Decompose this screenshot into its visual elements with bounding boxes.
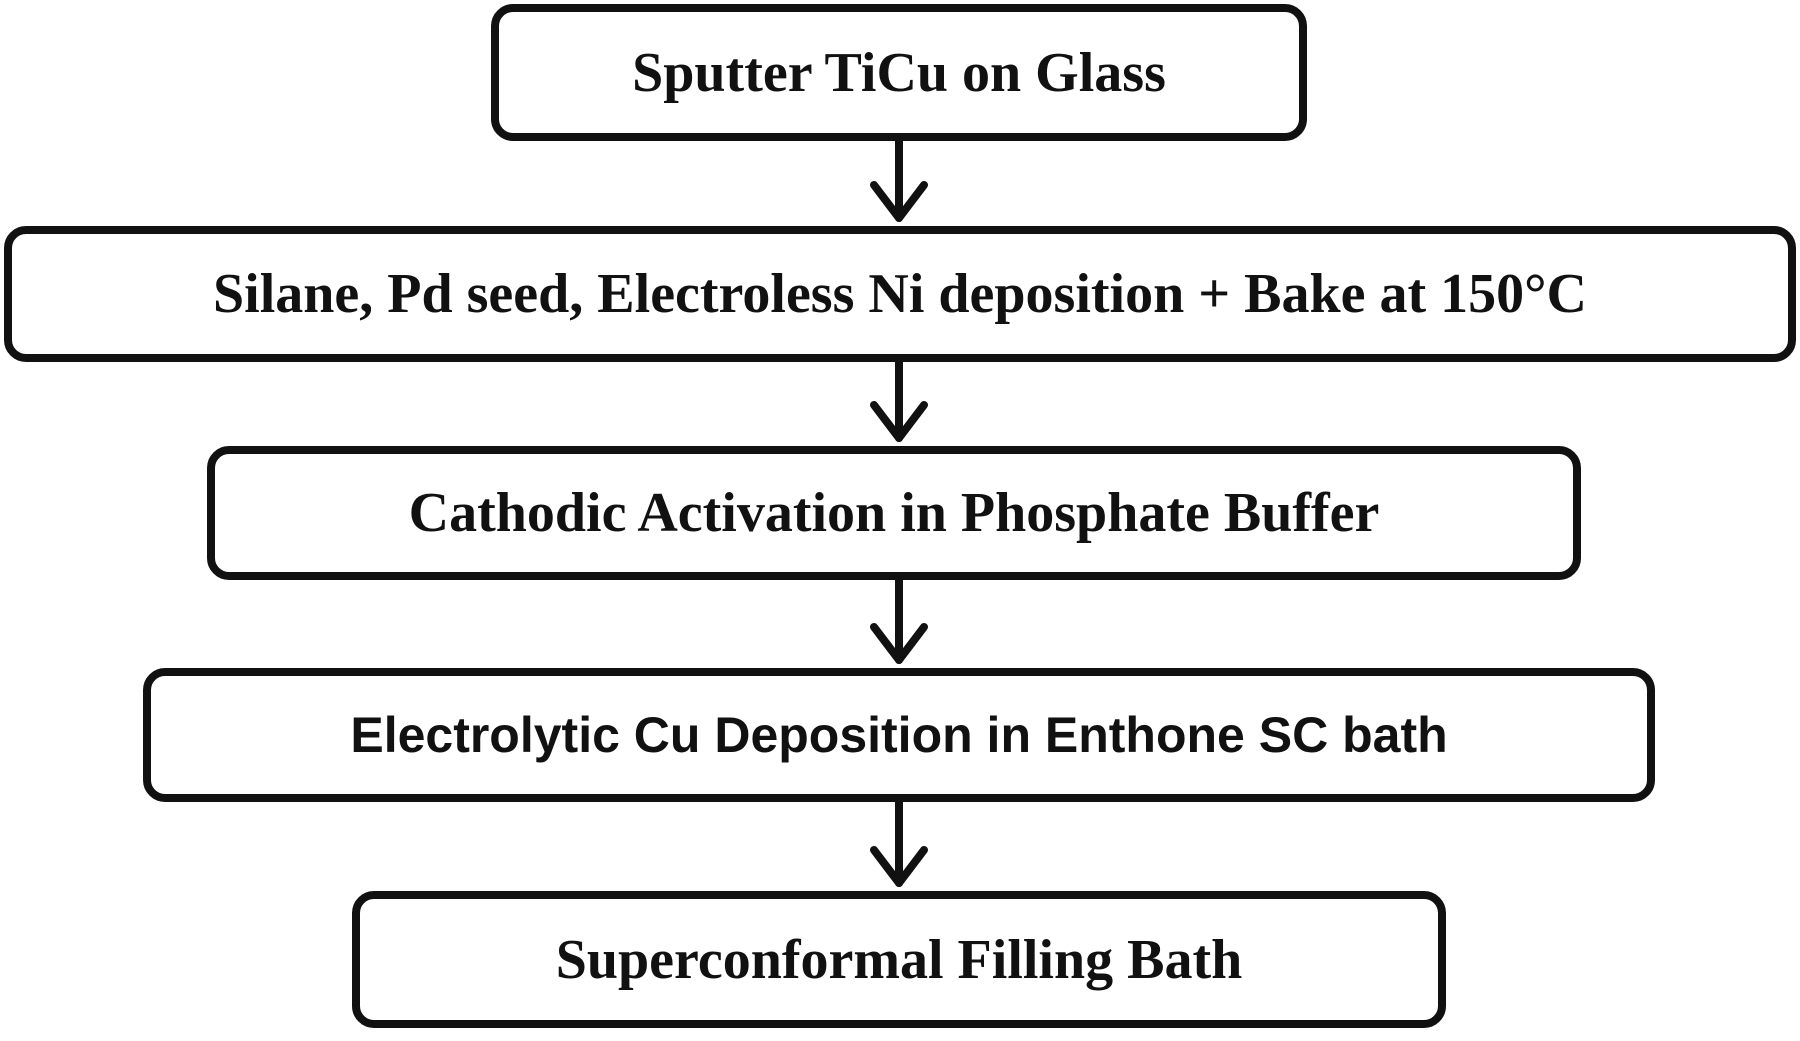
step-label: Sputter TiCu on Glass <box>632 41 1166 104</box>
step-sputter-ticu: Sputter TiCu on Glass <box>491 4 1307 141</box>
step-superconformal-filling: Superconformal Filling Bath <box>352 891 1446 1028</box>
step-label: Silane, Pd seed, Electroless Ni depositi… <box>213 263 1587 325</box>
step-silane-pd-ni-bake: Silane, Pd seed, Electroless Ni depositi… <box>4 226 1796 362</box>
arrow-down-icon <box>870 358 928 442</box>
step-label: Superconformal Filling Bath <box>555 928 1243 991</box>
step-electrolytic-cu: Electrolytic Cu Deposition in Enthone SC… <box>143 668 1655 802</box>
step-cathodic-activation: Cathodic Activation in Phosphate Buffer <box>207 446 1581 580</box>
step-label: Cathodic Activation in Phosphate Buffer <box>408 482 1380 544</box>
arrow-down-icon <box>870 576 928 664</box>
arrow-down-icon <box>870 137 928 222</box>
step-label: Electrolytic Cu Deposition in Enthone SC… <box>350 707 1448 763</box>
arrow-down-icon <box>870 798 928 887</box>
